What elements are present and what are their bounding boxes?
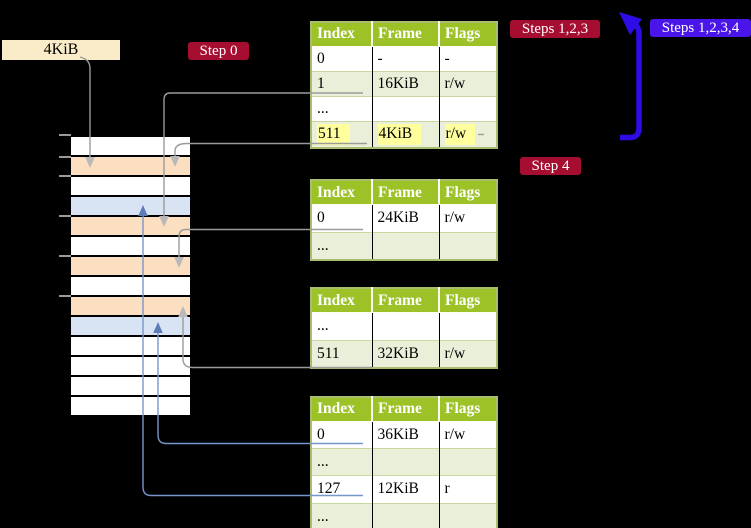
tick-mark <box>59 134 71 136</box>
table-cell-flags <box>438 312 497 341</box>
table-cell-frame: 32KiB <box>371 339 439 369</box>
table-cell-index: 0 <box>311 420 372 449</box>
badge-step-4: Step 4 <box>520 157 581 175</box>
table-cell-frame: 12KiB <box>371 475 439 504</box>
table-cell-frame: 36KiB <box>371 420 439 449</box>
table-cell-index: 0 <box>311 45 372 72</box>
table-cell-frame: - <box>371 45 439 72</box>
memory-frame-row-peach <box>71 295 190 315</box>
table-cell-index: 1 <box>311 70 372 97</box>
table-cell-flags: r/w <box>438 204 497 233</box>
column-header-index: Index <box>311 396 372 421</box>
badge-steps-1234: Steps 1,2,3,4 <box>650 19 751 37</box>
column-header-flags: Flags <box>438 396 497 421</box>
table-cell-frame <box>371 447 439 476</box>
memory-frame-row-white <box>71 235 190 255</box>
tick-mark <box>59 175 71 177</box>
column-header-index: Index <box>311 288 372 313</box>
table-cell-frame: 16KiB <box>371 70 439 97</box>
steps-loop-arrow <box>620 20 642 141</box>
column-header-frame: Frame <box>371 180 439 205</box>
table-cell-frame: 24KiB <box>371 204 439 233</box>
table-cell-flags: r <box>438 475 497 504</box>
table-cell-index: ... <box>311 312 372 341</box>
table-cell-flags: r/w <box>438 339 497 369</box>
highlighted-value: r/w <box>444 124 476 146</box>
table-cell-index: ... <box>311 231 372 261</box>
memory-frame-row-white <box>71 275 190 295</box>
memory-frame-row-peach <box>71 155 190 175</box>
column-header-flags: Flags <box>438 180 497 205</box>
table-row: 0-- <box>311 45 497 72</box>
table-row: ... <box>311 312 497 341</box>
table-row: 511 4KiB r/w <box>311 121 497 148</box>
memory-frame-row-white <box>71 135 190 155</box>
table-cell-index: 511 <box>311 339 372 369</box>
arrowhead-up-left-icon <box>619 12 642 35</box>
table-cell-flags: - <box>438 45 497 72</box>
column-header-frame: Frame <box>371 21 439 46</box>
column-header-frame: Frame <box>371 396 439 421</box>
table-cell-index: ... <box>311 447 372 476</box>
memory-frame-row-white <box>71 375 190 395</box>
memory-frame-row-white <box>71 175 190 195</box>
table-cell-index: 511 <box>311 121 372 148</box>
tick-mark <box>59 294 71 297</box>
tick-mark <box>59 254 71 257</box>
table-cell-index: 127 <box>311 475 372 504</box>
tick-mark <box>59 155 71 158</box>
table-cell-frame <box>371 502 439 528</box>
table-row: ... <box>311 502 497 528</box>
table-cell-frame <box>371 312 439 341</box>
table-cell-index: 0 <box>311 204 372 233</box>
memory-frame-row-white <box>71 355 190 375</box>
table-cell-flags: r/w <box>438 420 497 449</box>
highlighted-value: 4KiB <box>377 124 422 146</box>
column-header-frame: Frame <box>371 288 439 313</box>
table-row: ... <box>311 447 497 476</box>
table-cell-flags: r/w <box>438 70 497 97</box>
table-row: ... <box>311 96 497 122</box>
table-cell-flags: r/w <box>438 121 497 148</box>
badge-steps-123: Steps 1,2,3 <box>510 20 600 38</box>
highlighted-value: 511 <box>317 124 350 146</box>
memory-frame-row-blue <box>71 315 190 335</box>
column-header-index: Index <box>311 180 372 205</box>
table-cell-frame <box>371 231 439 261</box>
table-cell-index: ... <box>311 502 372 528</box>
memory-frame-row-blue <box>71 195 190 215</box>
column-header-flags: Flags <box>438 21 497 46</box>
table-cell-flags <box>438 231 497 261</box>
memory-frame-row-peach <box>71 255 190 275</box>
badge-step-0: Step 0 <box>188 42 249 60</box>
table-cell-flags <box>438 502 497 528</box>
table-cell-index: ... <box>311 96 372 122</box>
memory-frame-row-peach <box>71 215 190 235</box>
table-cell-flags <box>438 447 497 476</box>
table-cell-flags <box>438 96 497 122</box>
column-header-flags: Flags <box>438 288 497 313</box>
tick-mark <box>59 214 71 217</box>
table-row: ... <box>311 231 497 261</box>
column-header-index: Index <box>311 21 372 46</box>
physical-memory-column <box>71 135 190 417</box>
table-cell-frame: 4KiB <box>371 121 439 148</box>
memory-frame-row-white <box>71 395 190 417</box>
frame-size-label: 4KiB <box>2 40 120 60</box>
table-cell-frame <box>371 96 439 122</box>
memory-frame-row-white <box>71 335 190 355</box>
